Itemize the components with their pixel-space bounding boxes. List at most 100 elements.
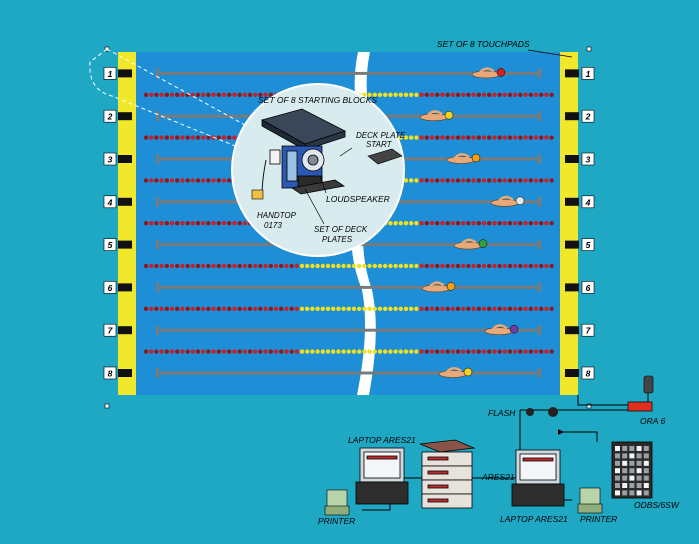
lane-line-end	[538, 368, 541, 378]
lane-line-end	[538, 68, 541, 79]
rope-float	[201, 135, 206, 140]
rope-float	[523, 349, 528, 354]
rope-float	[346, 349, 351, 354]
starting-block-mark	[118, 369, 132, 377]
lane-rope	[143, 306, 554, 311]
lane-number: 1	[586, 69, 591, 79]
rope-float	[497, 349, 502, 354]
rope-float	[518, 92, 523, 98]
rope-float	[185, 306, 190, 311]
lane-number-box	[581, 195, 595, 209]
rope-float	[149, 263, 154, 269]
scoreboard-cell	[643, 453, 649, 459]
rope-float	[237, 221, 242, 226]
scoreboard-cell	[615, 453, 620, 459]
lane-number-box	[103, 67, 117, 80]
rope-float	[528, 92, 533, 98]
rope-float	[325, 263, 331, 269]
rope-float	[180, 178, 185, 183]
rope-float	[242, 263, 247, 269]
rope-float	[341, 306, 346, 311]
rope-float	[221, 135, 227, 140]
touchpad-mark	[565, 326, 579, 335]
rope-float	[528, 221, 533, 226]
rope-float	[435, 349, 440, 354]
lane-number: 6	[586, 283, 591, 293]
rope-float	[539, 178, 544, 183]
rope-float	[398, 92, 403, 98]
rope-float	[513, 263, 518, 269]
rope-float	[471, 92, 476, 98]
rope-float	[180, 92, 185, 98]
rope-float	[419, 349, 424, 354]
rope-float	[549, 306, 554, 311]
rope-float	[377, 306, 383, 311]
rope-float	[549, 135, 554, 140]
rope-float	[377, 92, 383, 98]
rope-float	[201, 306, 206, 311]
rope-float	[419, 306, 424, 311]
rope-float	[242, 349, 247, 354]
swimmer	[421, 281, 456, 293]
rope-float	[455, 263, 461, 269]
rope-float	[258, 349, 263, 354]
starting-blocks-label: SET OF 8 STARTING BLOCKS	[258, 95, 377, 105]
rope-float	[450, 221, 455, 226]
rope-float	[528, 306, 533, 311]
rope-float	[211, 306, 216, 311]
rope-float	[201, 221, 206, 226]
rope-float	[481, 178, 487, 183]
rope-float	[263, 306, 268, 311]
lane-line-end	[538, 239, 541, 250]
rope-float	[247, 92, 253, 98]
deck-plates-label-line1: SET OF DECK	[314, 225, 368, 234]
lane-marker-left: 6	[103, 281, 132, 294]
rope-float	[279, 263, 284, 269]
rope-float	[336, 306, 341, 311]
rope-float	[180, 221, 185, 226]
rope-float	[487, 135, 492, 140]
rope-float	[232, 221, 237, 226]
rope-float	[450, 92, 455, 98]
rope-float	[455, 92, 461, 98]
rope-float	[507, 306, 513, 311]
rope-float	[154, 263, 159, 269]
rope-float	[294, 263, 299, 269]
lane-number: 8	[108, 369, 113, 379]
lane-marker-right: 1	[565, 67, 595, 80]
scoreboard-cell	[629, 453, 635, 459]
rope-float	[409, 263, 414, 269]
rope-float	[221, 306, 227, 311]
rope-float	[513, 178, 518, 183]
rope-float	[419, 263, 424, 269]
rope-float	[445, 306, 450, 311]
rope-float	[143, 306, 149, 311]
rope-float	[461, 221, 466, 226]
rope-float	[513, 306, 518, 311]
rope-float	[528, 349, 533, 354]
rope-float	[476, 178, 481, 183]
lane-line-end	[538, 154, 541, 164]
rope-float	[263, 263, 268, 269]
rope-float	[175, 178, 180, 183]
rope-float	[393, 306, 398, 311]
lane-number: 6	[108, 283, 113, 293]
rope-float	[518, 221, 523, 226]
rope-float	[445, 135, 450, 140]
lane-number: 8	[586, 369, 591, 379]
rope-float	[211, 178, 216, 183]
rope-float	[206, 92, 211, 98]
scoreboard-cell	[629, 475, 635, 481]
rope-float	[164, 349, 169, 354]
rope-float	[159, 178, 164, 183]
lane-number-box	[581, 238, 595, 251]
rope-float	[221, 178, 227, 183]
rope-float	[507, 349, 513, 354]
lane-marker-left: 1	[103, 67, 132, 80]
rope-float	[190, 263, 195, 269]
starting-block-mark	[118, 155, 132, 163]
lane-number-box	[103, 195, 117, 209]
scoreboard-cell	[615, 490, 620, 496]
touchpad-mark	[565, 69, 579, 78]
